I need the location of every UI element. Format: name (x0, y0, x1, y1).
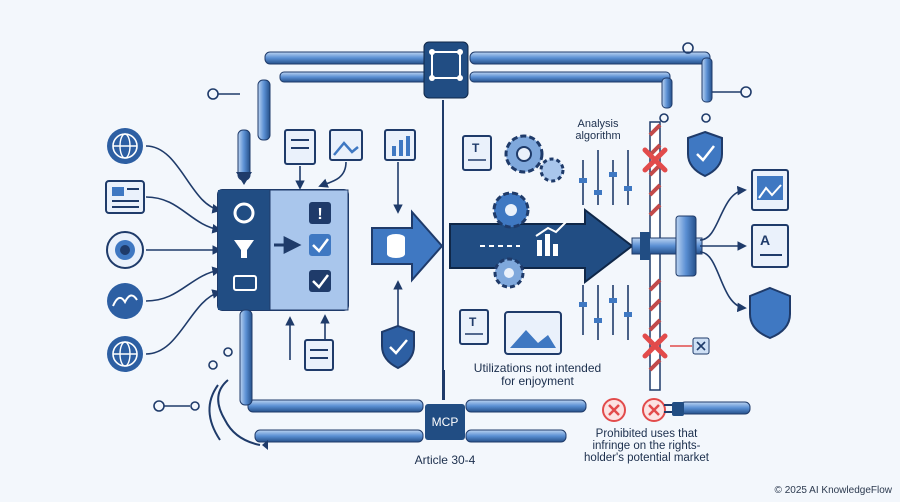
slider-lines (582, 150, 629, 340)
utilizations-label: Utilizations not intended for enjoyment (473, 361, 602, 388)
input-arrows (145, 145, 222, 355)
gear-icon-large (504, 134, 565, 183)
input-chart-circle-icon (107, 283, 143, 319)
bottom-nodes (153, 347, 445, 412)
shield-check-icon-left (381, 324, 415, 370)
gear-icon-center (492, 191, 530, 229)
output-shield-icon (749, 286, 791, 340)
svg-text:A: A (760, 232, 770, 248)
database-arrow (371, 209, 444, 283)
red-x-icon-bottom (642, 333, 668, 359)
check-icon (309, 270, 331, 292)
input-globe-icon-2 (107, 336, 143, 372)
processor-input-docs (284, 129, 416, 165)
bottom-pipe (208, 309, 751, 450)
output-image-icon (751, 169, 789, 211)
barrier-pole (648, 121, 662, 391)
analysis-algorithm-label: Analysis algorithm (575, 118, 621, 142)
red-x-icon-top (642, 147, 668, 173)
input-document-icon (105, 180, 145, 214)
svg-text:T: T (469, 315, 477, 329)
blocked-tag (670, 337, 710, 355)
output-text-document-icon: A (751, 224, 789, 268)
input-target-icon (106, 231, 144, 269)
image-card (504, 311, 562, 355)
plug-icon (664, 402, 684, 416)
processor-bottom-doc (304, 339, 334, 371)
shield-check-icon-right (687, 130, 723, 178)
copyright-text: © 2025 AI KnowledgeFlow (774, 485, 892, 496)
processor-block: ! (217, 189, 349, 311)
mcp-box: MCP (425, 404, 465, 440)
calendar-icon (233, 275, 257, 291)
output-valve (631, 215, 703, 277)
text-doc-icon-top: T (462, 135, 492, 171)
check-icon (309, 234, 331, 256)
prohibited-uses-label: Prohibited uses that infringe on the rig… (584, 428, 709, 465)
text-doc-icon-bottom: T (459, 309, 489, 345)
top-connector-box (423, 41, 469, 99)
alert-icon (309, 202, 331, 224)
funnel-icon (234, 240, 254, 258)
gear-icon-lower (493, 257, 525, 289)
analysis-arrow (449, 207, 634, 285)
input-globe-icon-1 (107, 128, 143, 164)
top-nodes (207, 42, 752, 123)
slider-knobs (579, 172, 632, 323)
svg-text:!: ! (317, 206, 322, 223)
article-label: Article 30-4 (414, 453, 476, 467)
prohibited-x-icon-1 (602, 398, 626, 422)
prohibited-x-icon-2 (642, 398, 666, 422)
gear-icon (233, 202, 255, 224)
svg-text:T: T (472, 141, 480, 155)
output-arrows (699, 185, 747, 313)
